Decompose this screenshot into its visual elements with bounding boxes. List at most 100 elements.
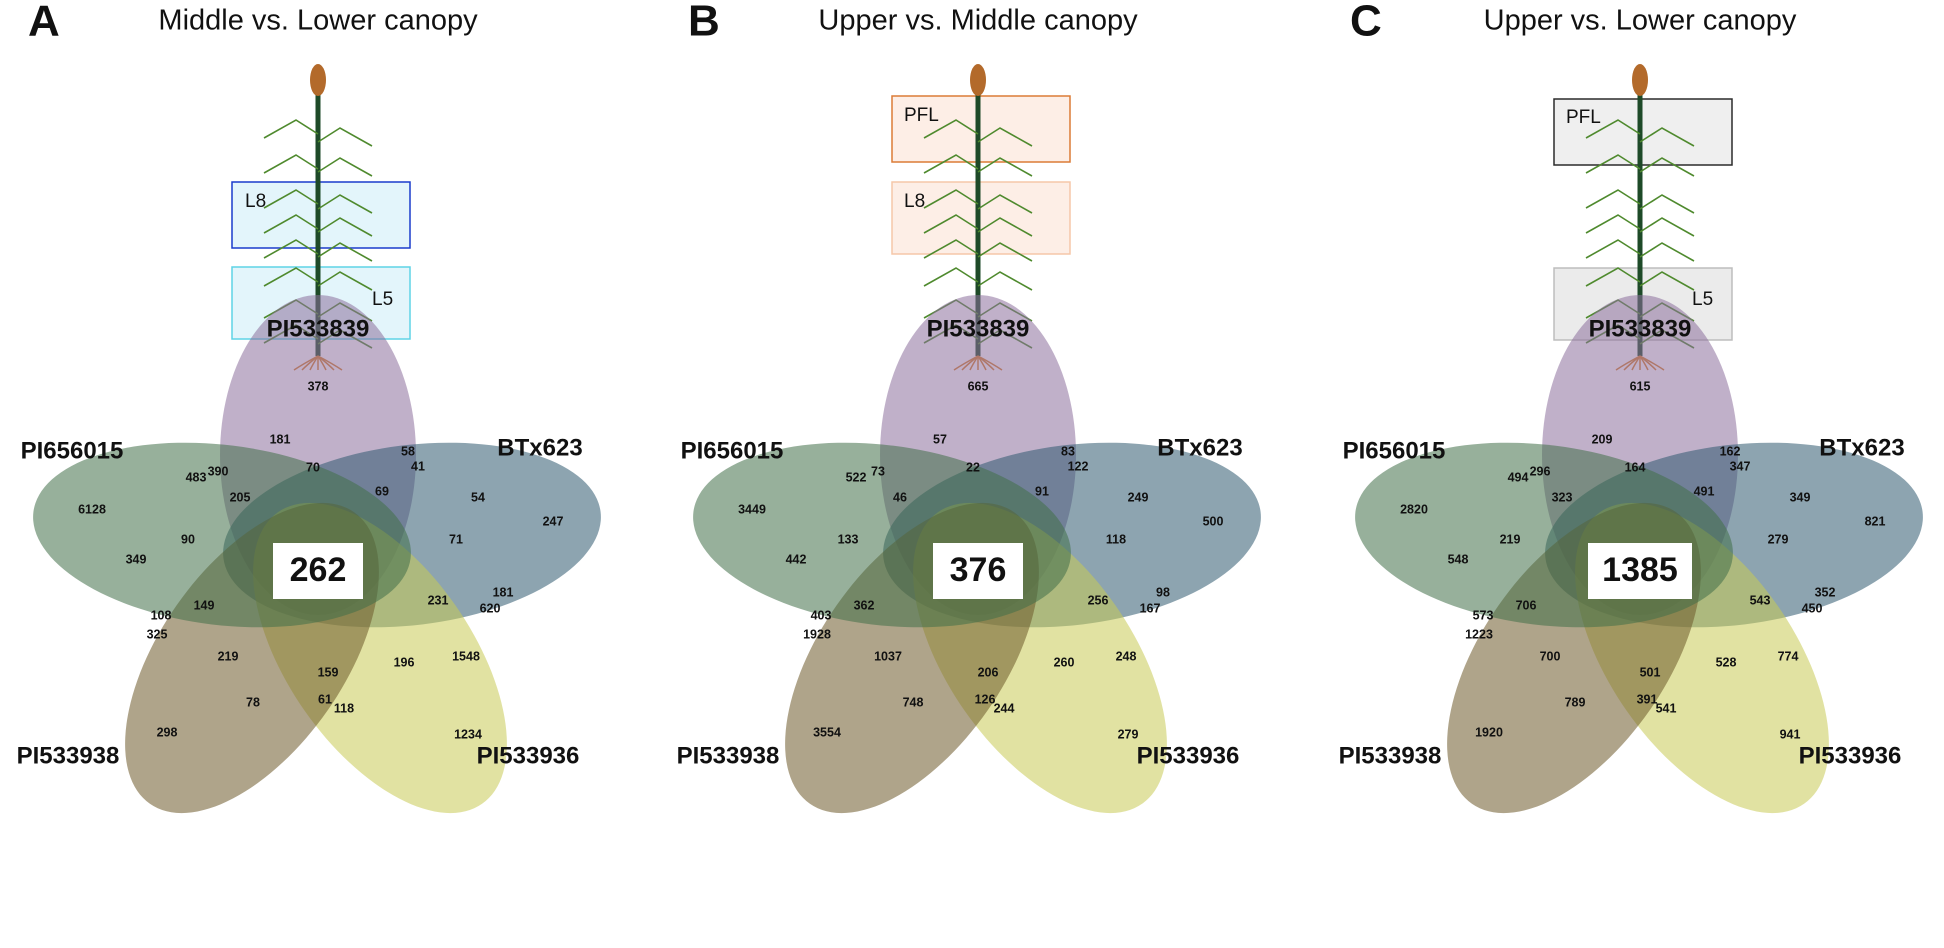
venn-set-label-left: PI656015 bbox=[21, 437, 124, 464]
venn-region-count: 325 bbox=[147, 627, 168, 641]
venn-region-count: 323 bbox=[1552, 490, 1573, 504]
venn-region-count: 78 bbox=[246, 695, 260, 709]
venn-region-count: 73 bbox=[871, 464, 885, 478]
plant-leaf-1 bbox=[923, 119, 979, 139]
plant-leaf-9 bbox=[263, 239, 319, 259]
venn-region-count: 494 bbox=[1508, 470, 1529, 484]
plant-leaf-4 bbox=[317, 157, 373, 177]
venn-region-count: 46 bbox=[893, 490, 907, 504]
venn-region-count: 789 bbox=[1565, 695, 1586, 709]
panel-title: Upper vs. Lower canopy bbox=[1484, 5, 1797, 37]
venn-region-count: 164 bbox=[1625, 460, 1646, 474]
venn-region-count: 98 bbox=[1156, 585, 1170, 599]
venn-region-count: 1037 bbox=[874, 649, 902, 663]
venn-region-count: 248 bbox=[1116, 649, 1137, 663]
venn-set-label-right: BTx623 bbox=[1157, 434, 1242, 461]
venn-region-count: 6128 bbox=[78, 502, 106, 516]
panel-letter: B bbox=[688, 0, 720, 46]
plant-leaf-8 bbox=[1639, 217, 1695, 237]
venn-set-label-left: PI656015 bbox=[681, 437, 784, 464]
plant-leaf-8 bbox=[977, 217, 1033, 237]
venn-region-count: 296 bbox=[1530, 464, 1551, 478]
plant-leaf-11 bbox=[263, 267, 319, 287]
plant-leaf-11 bbox=[1585, 267, 1641, 287]
venn-region-count: 378 bbox=[308, 379, 329, 393]
venn-region-count: 83 bbox=[1061, 444, 1075, 458]
venn-region-count: 58 bbox=[401, 444, 415, 458]
venn-region-count: 500 bbox=[1203, 514, 1224, 528]
venn-set-label-bottom-right: PI533936 bbox=[1799, 742, 1902, 769]
venn-region-count: 247 bbox=[543, 514, 564, 528]
venn-region-count: 620 bbox=[480, 601, 501, 615]
plant-leaf-4 bbox=[977, 157, 1033, 177]
venn-region-count: 90 bbox=[181, 532, 195, 546]
venn-region-count: 149 bbox=[194, 598, 215, 612]
venn-region-count: 209 bbox=[1592, 432, 1613, 446]
venn-region-count: 162 bbox=[1720, 444, 1741, 458]
venn-core-box bbox=[273, 543, 363, 599]
plant-illustration bbox=[891, 64, 1071, 371]
venn-region-count: 390 bbox=[208, 464, 229, 478]
venn-region-count: 528 bbox=[1716, 655, 1737, 669]
venn-region-count: 298 bbox=[157, 725, 178, 739]
venn-region-count: 1928 bbox=[803, 627, 831, 641]
venn-region-count: 91 bbox=[1035, 484, 1049, 498]
canopy-box-1 bbox=[891, 95, 1071, 163]
panel-letter: C bbox=[1350, 0, 1382, 46]
venn-region-count: 22 bbox=[966, 460, 980, 474]
plant-leaf-1 bbox=[1585, 119, 1641, 139]
venn-region-count: 219 bbox=[218, 649, 239, 663]
venn-set-label-top: PI533839 bbox=[927, 315, 1030, 342]
venn-region-count: 3449 bbox=[738, 502, 766, 516]
venn-set-label-top: PI533839 bbox=[267, 315, 370, 342]
venn-region-count: 249 bbox=[1128, 490, 1149, 504]
plant-leaf-2 bbox=[977, 127, 1033, 147]
plant-leaf-5 bbox=[263, 189, 319, 209]
venn-region-count: 181 bbox=[493, 585, 514, 599]
venn-region-count: 57 bbox=[933, 432, 947, 446]
venn-region-count: 450 bbox=[1802, 601, 1823, 615]
venn-region-count: 69 bbox=[375, 484, 389, 498]
venn-region-count: 1920 bbox=[1475, 725, 1503, 739]
venn-region-count: 3554 bbox=[813, 725, 841, 739]
plant-leaf-3 bbox=[923, 154, 979, 174]
venn-region-count: 491 bbox=[1694, 484, 1715, 498]
venn-region-count: 706 bbox=[1516, 598, 1537, 612]
plant-leaf-12 bbox=[317, 271, 373, 291]
venn-region-count: 522 bbox=[846, 470, 867, 484]
plant-leaf-7 bbox=[1585, 214, 1641, 234]
venn-region-count: 442 bbox=[786, 552, 807, 566]
venn-set-label-right: BTx623 bbox=[1819, 434, 1904, 461]
venn-region-count: 122 bbox=[1068, 459, 1089, 473]
venn-region-count: 1234 bbox=[454, 727, 482, 741]
venn-region-count: 231 bbox=[428, 593, 449, 607]
plant-leaf-3 bbox=[1585, 154, 1641, 174]
canopy-box-label-1: PFL bbox=[904, 105, 939, 126]
venn-region-count: 126 bbox=[975, 692, 996, 706]
plant-leaf-6 bbox=[317, 194, 373, 214]
plant-leaf-6 bbox=[1639, 194, 1695, 214]
canopy-box-1 bbox=[231, 181, 411, 249]
plant-leaf-10 bbox=[977, 242, 1033, 262]
venn-region-count: 206 bbox=[978, 665, 999, 679]
plant-leaf-5 bbox=[923, 189, 979, 209]
plant-leaf-4 bbox=[1639, 157, 1695, 177]
venn-set-label-bottom-right: PI533936 bbox=[477, 742, 580, 769]
venn-region-count: 352 bbox=[1815, 585, 1836, 599]
venn-region-count: 54 bbox=[471, 490, 485, 504]
venn-core-box bbox=[1588, 543, 1692, 599]
venn-region-count: 279 bbox=[1118, 727, 1139, 741]
venn-region-count: 133 bbox=[838, 532, 859, 546]
venn-region-count: 362 bbox=[854, 598, 875, 612]
venn-region-count: 167 bbox=[1140, 601, 1161, 615]
venn-set-label-bottom-left: PI533938 bbox=[677, 742, 780, 769]
venn-region-count: 205 bbox=[230, 490, 251, 504]
plant-leaf-2 bbox=[317, 127, 373, 147]
venn-region-count: 196 bbox=[394, 655, 415, 669]
canopy-box-label-1: L8 bbox=[245, 191, 266, 212]
venn-core-count: 262 bbox=[290, 551, 347, 589]
